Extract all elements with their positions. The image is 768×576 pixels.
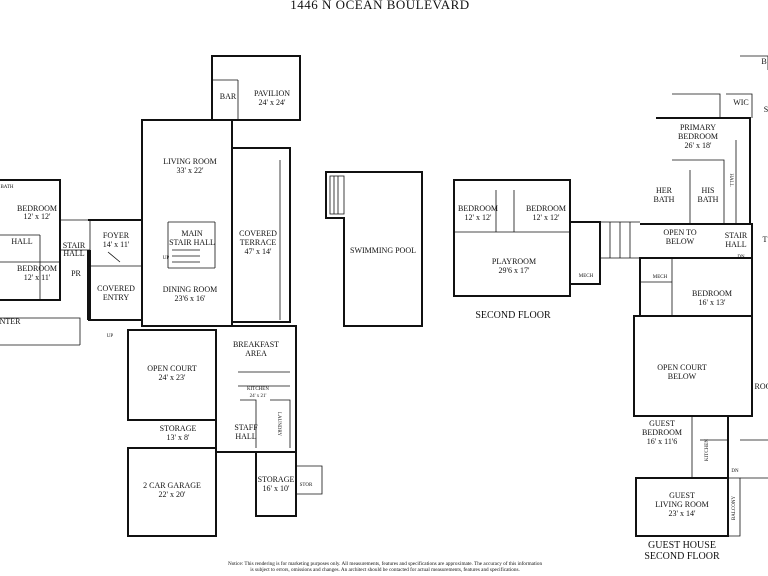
room-primary-bedroom-1: PRIMARY	[680, 123, 716, 132]
label-partial-b: B	[761, 57, 766, 66]
room-wic: WIC	[733, 98, 749, 107]
room-hall-right: HALL	[728, 173, 733, 186]
room-covered-terrace-1: COVERED	[239, 229, 277, 238]
label-up-main: UP	[163, 256, 170, 261]
room-staff-hall-2: HALL	[235, 432, 256, 441]
room-center-partial: NTER	[0, 317, 21, 326]
room-mech-right: MECH	[653, 275, 668, 280]
room-kitchen-guest: KITCHEN	[705, 439, 710, 461]
room-breakfast-area-1: BREAKFAST	[233, 340, 279, 349]
room-open-to-below-2: BELOW	[666, 237, 695, 246]
room-storage-2-dim: 16' x 10'	[263, 484, 290, 493]
main-house	[87, 55, 323, 537]
label-dn-right: DN	[737, 255, 745, 260]
room-living-room-dim: 33' x 22'	[177, 166, 204, 175]
room-her-bath-1: HER	[656, 186, 673, 195]
room-kitchen-dim: 24' x 21'	[250, 394, 267, 399]
room-playroom-dim: 29'6 x 17'	[499, 266, 530, 275]
room-pavilion-dim: 24' x 24'	[259, 98, 286, 107]
room-swimming-pool: SWIMMING POOL	[350, 246, 416, 255]
label-partial-t: T	[763, 235, 768, 244]
room-guest-bedroom-2: BEDROOM	[642, 428, 682, 437]
room-bedroom-sf-2-dim: 12' x 12'	[533, 213, 560, 222]
room-storage-2: STORAGE	[258, 475, 295, 484]
plan-title: 1446 N OCEAN BOULEVARD	[290, 0, 469, 12]
room-staff-hall-1: STAFF	[234, 423, 258, 432]
label-up-entry: UP	[107, 334, 114, 339]
room-balcony: BALCONY	[732, 496, 737, 521]
swimming-pool	[325, 171, 423, 327]
disclaimer-line-2: is subject to errors, omissions and chan…	[250, 567, 520, 573]
room-playroom: PLAYROOM	[492, 257, 536, 266]
room-covered-terrace-dim: 47' x 14'	[245, 247, 272, 256]
room-open-court-dim: 24' x 23'	[159, 373, 186, 382]
room-bedroom-left-1-dim: 12' x 12'	[24, 212, 51, 221]
room-guest-living-dim: 23' x 14'	[669, 509, 696, 518]
room-covered-entry-1: COVERED	[97, 284, 135, 293]
room-covered-entry-2: ENTRY	[103, 293, 129, 302]
room-storage-1-dim: 13' x 8'	[167, 433, 190, 442]
room-bar: BAR	[220, 92, 237, 101]
room-bedroom-left-1: BEDROOM	[17, 204, 57, 213]
room-foyer-dim: 14' x 11'	[103, 240, 130, 249]
room-primary-bedroom-2: BEDROOM	[678, 132, 718, 141]
room-bedroom-right: BEDROOM	[692, 289, 732, 298]
room-open-to-below-1: OPEN TO	[663, 228, 696, 237]
label-second-floor: SECOND FLOOR	[475, 310, 551, 321]
room-living-room: LIVING ROOM	[163, 157, 217, 166]
room-stair-hall-1: STAIR	[63, 241, 86, 250]
room-dining-room: DINING ROOM	[163, 285, 217, 294]
room-stair-hall-right-1: STAIR	[725, 231, 748, 240]
room-dining-room-dim: 23'6 x 16'	[175, 294, 206, 303]
label-dn-guest: DN	[731, 469, 739, 474]
room-guest-bedroom-dim: 16' x 11'6	[647, 437, 678, 446]
room-pr: PR	[71, 269, 81, 278]
second-floor-plan	[453, 179, 640, 297]
room-bedroom-right-dim: 16' x 13'	[699, 298, 726, 307]
room-his-bath-2: BATH	[698, 195, 719, 204]
disclaimer-line-1: Notice: This rendering is for marketing …	[227, 561, 543, 567]
room-main-stair-hall-1: MAIN	[181, 229, 203, 238]
label-guest-house-2: SECOND FLOOR	[644, 551, 720, 562]
room-guest-living-1: GUEST	[669, 491, 695, 500]
room-kitchen: KITCHEN	[247, 387, 269, 392]
room-main-stair-hall-2: STAIR HALL	[169, 238, 215, 247]
room-open-court-below-1: OPEN COURT	[657, 363, 707, 372]
label-guest-house-1: GUEST HOUSE	[648, 540, 716, 551]
room-storage-1: STORAGE	[160, 424, 197, 433]
room-garage: 2 CAR GARAGE	[143, 481, 201, 490]
label-bath-left: BATH	[0, 185, 13, 190]
room-stair-hall-right-2: HALL	[725, 240, 746, 249]
room-bedroom-sf-1: BEDROOM	[458, 204, 498, 213]
room-garage-dim: 22' x 20'	[159, 490, 186, 499]
room-covered-terrace-2: TERRACE	[240, 238, 277, 247]
disclaimer-notice: Notice: This rendering is for marketing …	[150, 561, 620, 573]
room-guest-bedroom-1: GUEST	[649, 419, 675, 428]
room-hall-left: HALL	[11, 237, 32, 246]
room-primary-bedroom-dim: 26' x 18'	[685, 141, 712, 150]
room-breakfast-area-2: AREA	[245, 349, 267, 358]
label-partial-roo: ROO	[755, 382, 768, 391]
room-laundry: LAUNDRY	[276, 412, 281, 437]
room-pavilion: PAVILION	[254, 89, 290, 98]
room-open-court: OPEN COURT	[147, 364, 197, 373]
label-partial-s: S	[764, 105, 768, 114]
room-mech: MECH	[579, 274, 594, 279]
room-guest-living-2: LIVING ROOM	[655, 500, 709, 509]
room-stor: STOR	[300, 483, 313, 488]
room-her-bath-2: BATH	[654, 195, 675, 204]
room-his-bath-1: HIS	[702, 186, 715, 195]
right-wing	[633, 55, 768, 537]
room-bedroom-sf-1-dim: 12' x 12'	[465, 213, 492, 222]
room-stair-hall-2: HALL	[63, 249, 84, 258]
room-bedroom-sf-2: BEDROOM	[526, 204, 566, 213]
room-bedroom-left-2-dim: 12' x 11'	[24, 273, 51, 282]
room-foyer: FOYER	[103, 231, 130, 240]
room-bedroom-left-2: BEDROOM	[17, 264, 57, 273]
room-open-court-below-2: BELOW	[668, 372, 697, 381]
